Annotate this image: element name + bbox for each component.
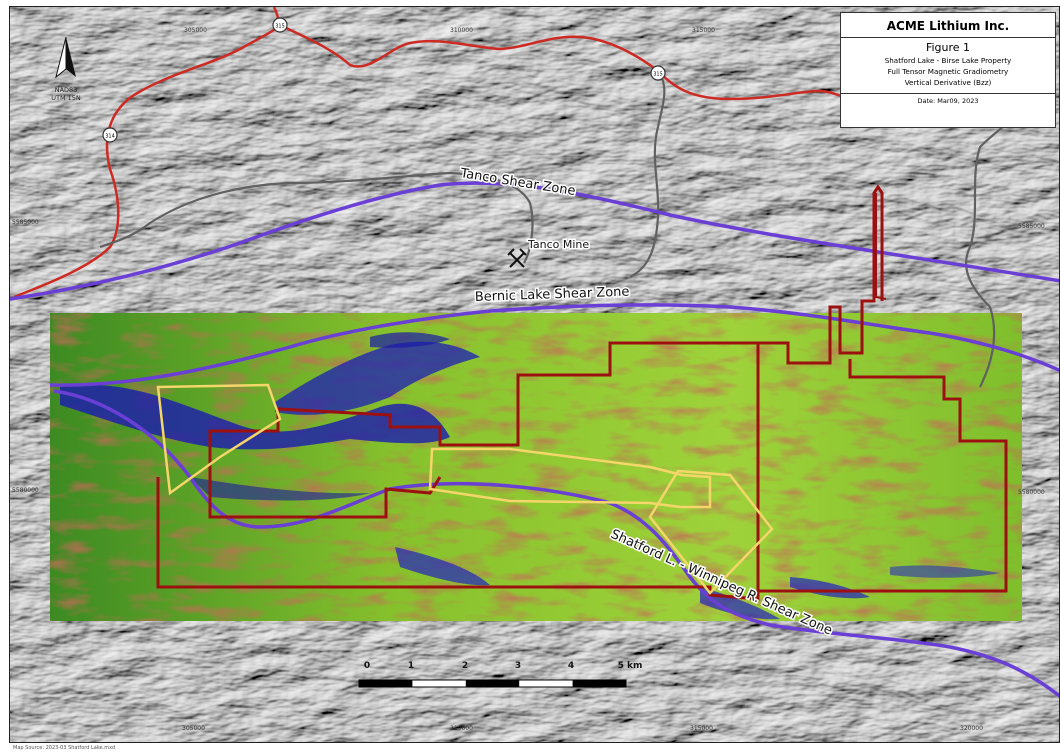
- footer-source: Map Source: 2023-03 Shatford Lake.mxd: [13, 745, 116, 751]
- scale-tick-label: 5 km: [617, 661, 643, 671]
- grid-label-left: 5585000: [12, 219, 39, 226]
- north-arrow-icon: [55, 36, 76, 79]
- tanco-mine-symbol: [507, 248, 527, 268]
- scale-tick-label: 4: [567, 661, 575, 671]
- tanco-shear-line: [10, 181, 1059, 301]
- grid-label-top: 310000: [450, 27, 473, 34]
- tanco-mine-label: Tanco Mine: [527, 238, 589, 251]
- company-name: ACME Lithium Inc.: [841, 13, 1055, 38]
- map-frame[interactable]: 315 315 314 Tanco Shear Zone Tanco Mine: [9, 6, 1060, 743]
- grid-label-top: 315000: [692, 27, 715, 34]
- scale-bar: [358, 679, 627, 688]
- utm-zone-label: UTM 15N: [51, 94, 81, 102]
- shear-zones: [10, 181, 1059, 698]
- description-line: Full Tensor Magnetic Gradiometry: [887, 67, 1009, 76]
- description-line: Vertical Derivative (Bzz): [904, 78, 992, 87]
- map-description: Shatford Lake - Birse Lake Property Full…: [841, 55, 1055, 88]
- description-line: Shatford Lake - Birse Lake Property: [884, 56, 1012, 65]
- map-date: Date: Mar09, 2023: [841, 93, 1055, 105]
- svg-text:315: 315: [275, 24, 285, 30]
- grid-label-right: 5580000: [1018, 489, 1045, 496]
- magnetic-survey-raster: [50, 313, 1022, 621]
- grid-label-left: 5580000: [12, 487, 39, 494]
- bernic-shear-line: [49, 303, 1059, 387]
- highway-markers: 315 315 314: [102, 17, 666, 143]
- bernic-shear-label: Bernic Lake Shear Zone: [475, 285, 630, 305]
- scale-tick-label: 2: [461, 661, 469, 671]
- scale-tick-label: 1: [407, 661, 415, 671]
- scale-tick-label: 0: [363, 661, 371, 671]
- datum-label: NAD83: [54, 86, 78, 94]
- shatford-shear-line: [53, 389, 1059, 698]
- grid-label-bottom: 310000: [450, 725, 473, 732]
- grid-label-top: 305000: [184, 27, 207, 34]
- grid-label-right: 5585000: [1018, 223, 1045, 230]
- grid-label-bottom: 305000: [182, 725, 205, 732]
- svg-text:314: 314: [105, 134, 115, 140]
- grid-label-bottom: 315000: [690, 725, 713, 732]
- map-canvas[interactable]: 315 315 314 Tanco Shear Zone Tanco Mine: [10, 7, 1060, 743]
- svg-text:315: 315: [653, 72, 663, 78]
- claim-boundaries: [156, 184, 1008, 601]
- figure-number: Figure 1: [925, 41, 971, 54]
- gray-roads: [99, 70, 1051, 388]
- grid-label-bottom: 320000: [960, 725, 983, 732]
- survey-outlines: [156, 383, 774, 595]
- title-block: ACME Lithium Inc. Figure 1 Shatford Lake…: [840, 12, 1056, 128]
- scale-tick-label: 3: [514, 661, 522, 671]
- north-arrow: NAD83 UTM 15N: [46, 36, 86, 109]
